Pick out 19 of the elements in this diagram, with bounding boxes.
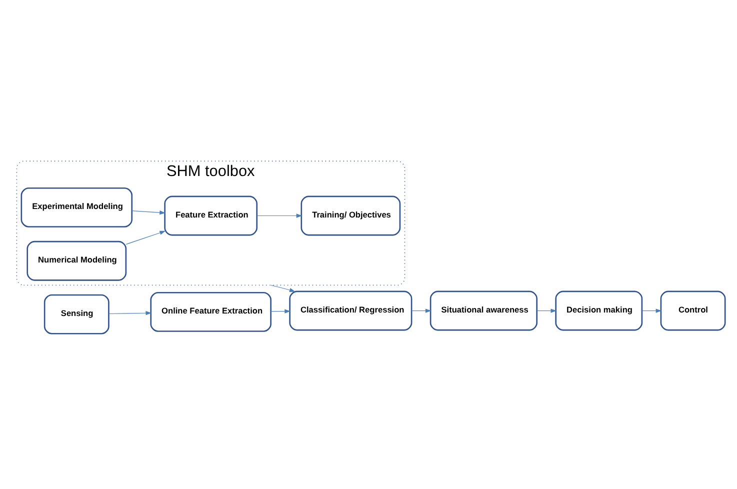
node-box: Control: [660, 290, 726, 330]
node-box: Experimental Modeling: [20, 187, 133, 227]
arrow: [132, 210, 166, 214]
node-box: Situational awareness: [430, 290, 538, 330]
node-box: Classification/ Regression: [289, 290, 412, 330]
arrow: [642, 308, 662, 312]
arrow: [126, 230, 166, 244]
node-box: Decision making: [555, 290, 643, 330]
arrow: [256, 213, 302, 218]
arrow: [536, 308, 557, 312]
node-box: Numerical Modeling: [26, 240, 127, 280]
arrow: [270, 284, 296, 292]
node-box: Training/ Objectives: [300, 195, 401, 236]
arrow: [108, 310, 152, 315]
node-box: Online Feature Extraction: [150, 292, 272, 332]
arrow: [270, 308, 291, 313]
node-box: Sensing: [44, 294, 110, 334]
arrow: [411, 308, 432, 312]
node-box: Feature Extraction: [164, 195, 258, 236]
